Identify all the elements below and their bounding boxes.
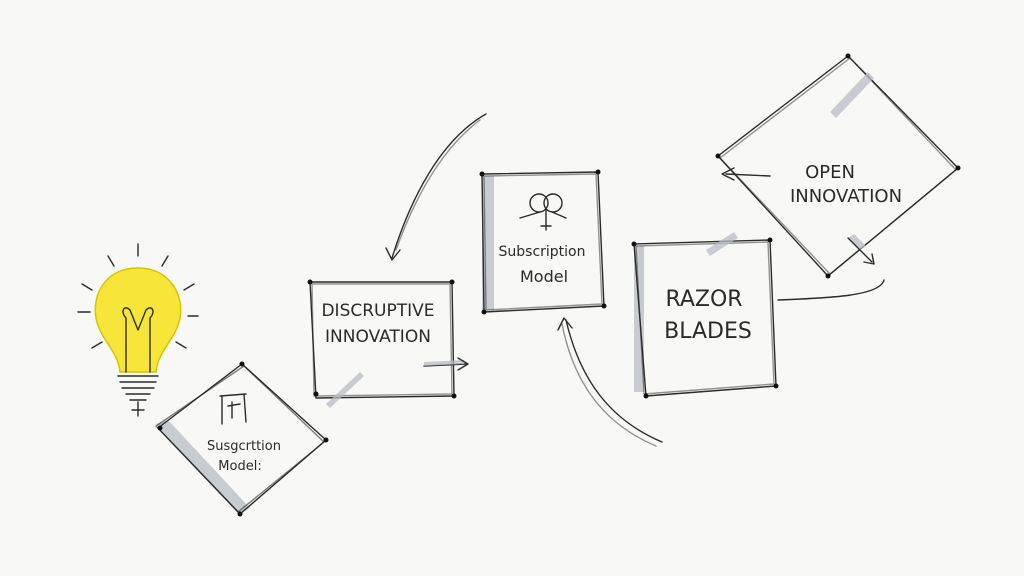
building-icon	[219, 393, 247, 425]
node-label-line2: Model	[520, 267, 568, 286]
arrow-razor-to-open	[777, 279, 885, 301]
connector-arrows	[385, 113, 885, 447]
lightbulb-icon	[77, 243, 199, 417]
node-label-line1: Subscription	[499, 244, 586, 260]
arrow-open-left	[725, 173, 771, 177]
node-label-line2: Model:	[218, 459, 261, 474]
node-label-line1: DISCRUPTIVE	[321, 301, 434, 321]
node-label-line1: Susgcrttion	[207, 439, 281, 454]
node-open-innovation: OPEN INNOVATION	[715, 53, 961, 279]
symbol-icon	[519, 193, 567, 231]
node-subscription-model-tilted: Susgcrttion Model:	[155, 361, 329, 517]
arrow-to-disruptive	[391, 113, 487, 259]
node-razor-blades: RAZOR BLADES	[631, 232, 779, 399]
node-subscription-model: Subscription Model	[479, 169, 607, 315]
node-label-line2: BLADES	[664, 319, 752, 344]
arrow-to-subscription	[423, 363, 467, 367]
arrow-from-razor	[565, 319, 663, 443]
node-label-line1: RAZOR	[665, 287, 742, 312]
node-label-line2: INNOVATION	[325, 327, 431, 347]
arrow-open-down	[847, 237, 875, 265]
node-label-line1: OPEN	[805, 162, 855, 183]
node-label-line2: INNOVATION	[790, 186, 902, 207]
node-disruptive-innovation: DISCRUPTIVE INNOVATION	[307, 279, 457, 408]
